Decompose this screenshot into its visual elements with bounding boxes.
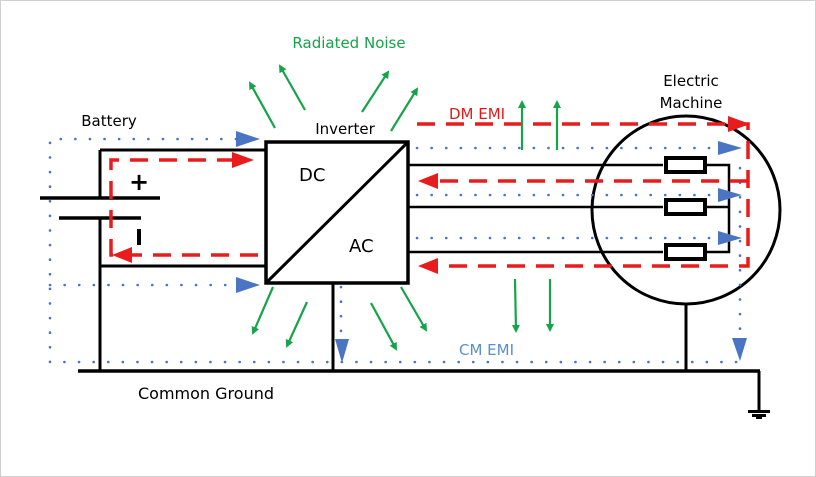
battery-label: Battery <box>81 112 137 130</box>
electric-machine-label-line1: Electric <box>663 72 719 90</box>
dm-emi-path <box>109 122 750 268</box>
earth-ground-icon <box>748 410 770 419</box>
dm-emi-label: DM EMI <box>449 105 505 123</box>
battery-minus-sign <box>137 229 141 245</box>
electric-machine-label-line2: Machine <box>660 94 723 112</box>
battery-symbol <box>40 196 160 220</box>
inverter-label: Inverter <box>315 120 375 138</box>
cm-emi-path <box>48 137 742 364</box>
winding-b-icon <box>664 198 707 216</box>
wiring <box>78 148 761 410</box>
dc-label: DC <box>299 165 325 186</box>
inverter-block[interactable] <box>264 140 410 285</box>
ac-label: AC <box>349 236 374 257</box>
radiated-noise-label: Radiated Noise <box>292 34 405 52</box>
radiated-noise-arrows <box>249 64 561 351</box>
winding-c-icon <box>664 243 707 261</box>
cm-emi-label: CM EMI <box>459 341 514 359</box>
star-point-wire <box>705 163 731 254</box>
cm-emi-arrowheads <box>236 131 747 363</box>
battery-plus-sign: + <box>129 168 149 196</box>
electric-machine-circle[interactable] <box>590 114 782 306</box>
machine-windings <box>664 156 707 261</box>
common-ground-label: Common Ground <box>138 384 274 403</box>
winding-a-icon <box>664 156 707 174</box>
dm-emi-arrowheads <box>112 116 750 274</box>
inverter-diagonal <box>264 140 410 285</box>
